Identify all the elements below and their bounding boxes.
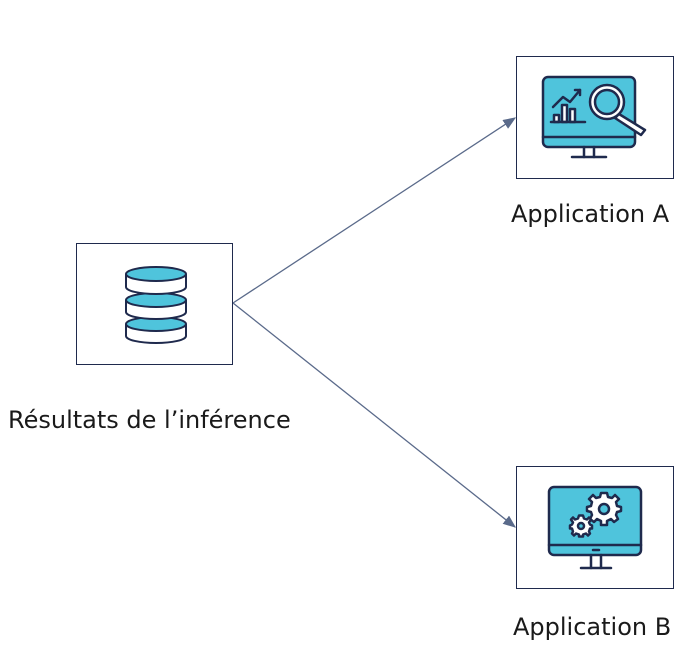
source-node[interactable] xyxy=(76,243,233,365)
app-b-node[interactable] xyxy=(516,466,674,589)
app-a-label: Application A xyxy=(511,200,670,228)
app-a-node[interactable] xyxy=(516,56,674,179)
source-label: Résultats de l’inférence xyxy=(8,406,291,434)
edge-source-to-app-b xyxy=(232,302,517,528)
app-b-label: Application B xyxy=(513,613,672,641)
analytics-monitor-icon xyxy=(541,75,647,159)
edge-source-to-app-a xyxy=(232,117,517,304)
settings-monitor-icon xyxy=(547,485,643,570)
database-icon xyxy=(125,266,187,344)
